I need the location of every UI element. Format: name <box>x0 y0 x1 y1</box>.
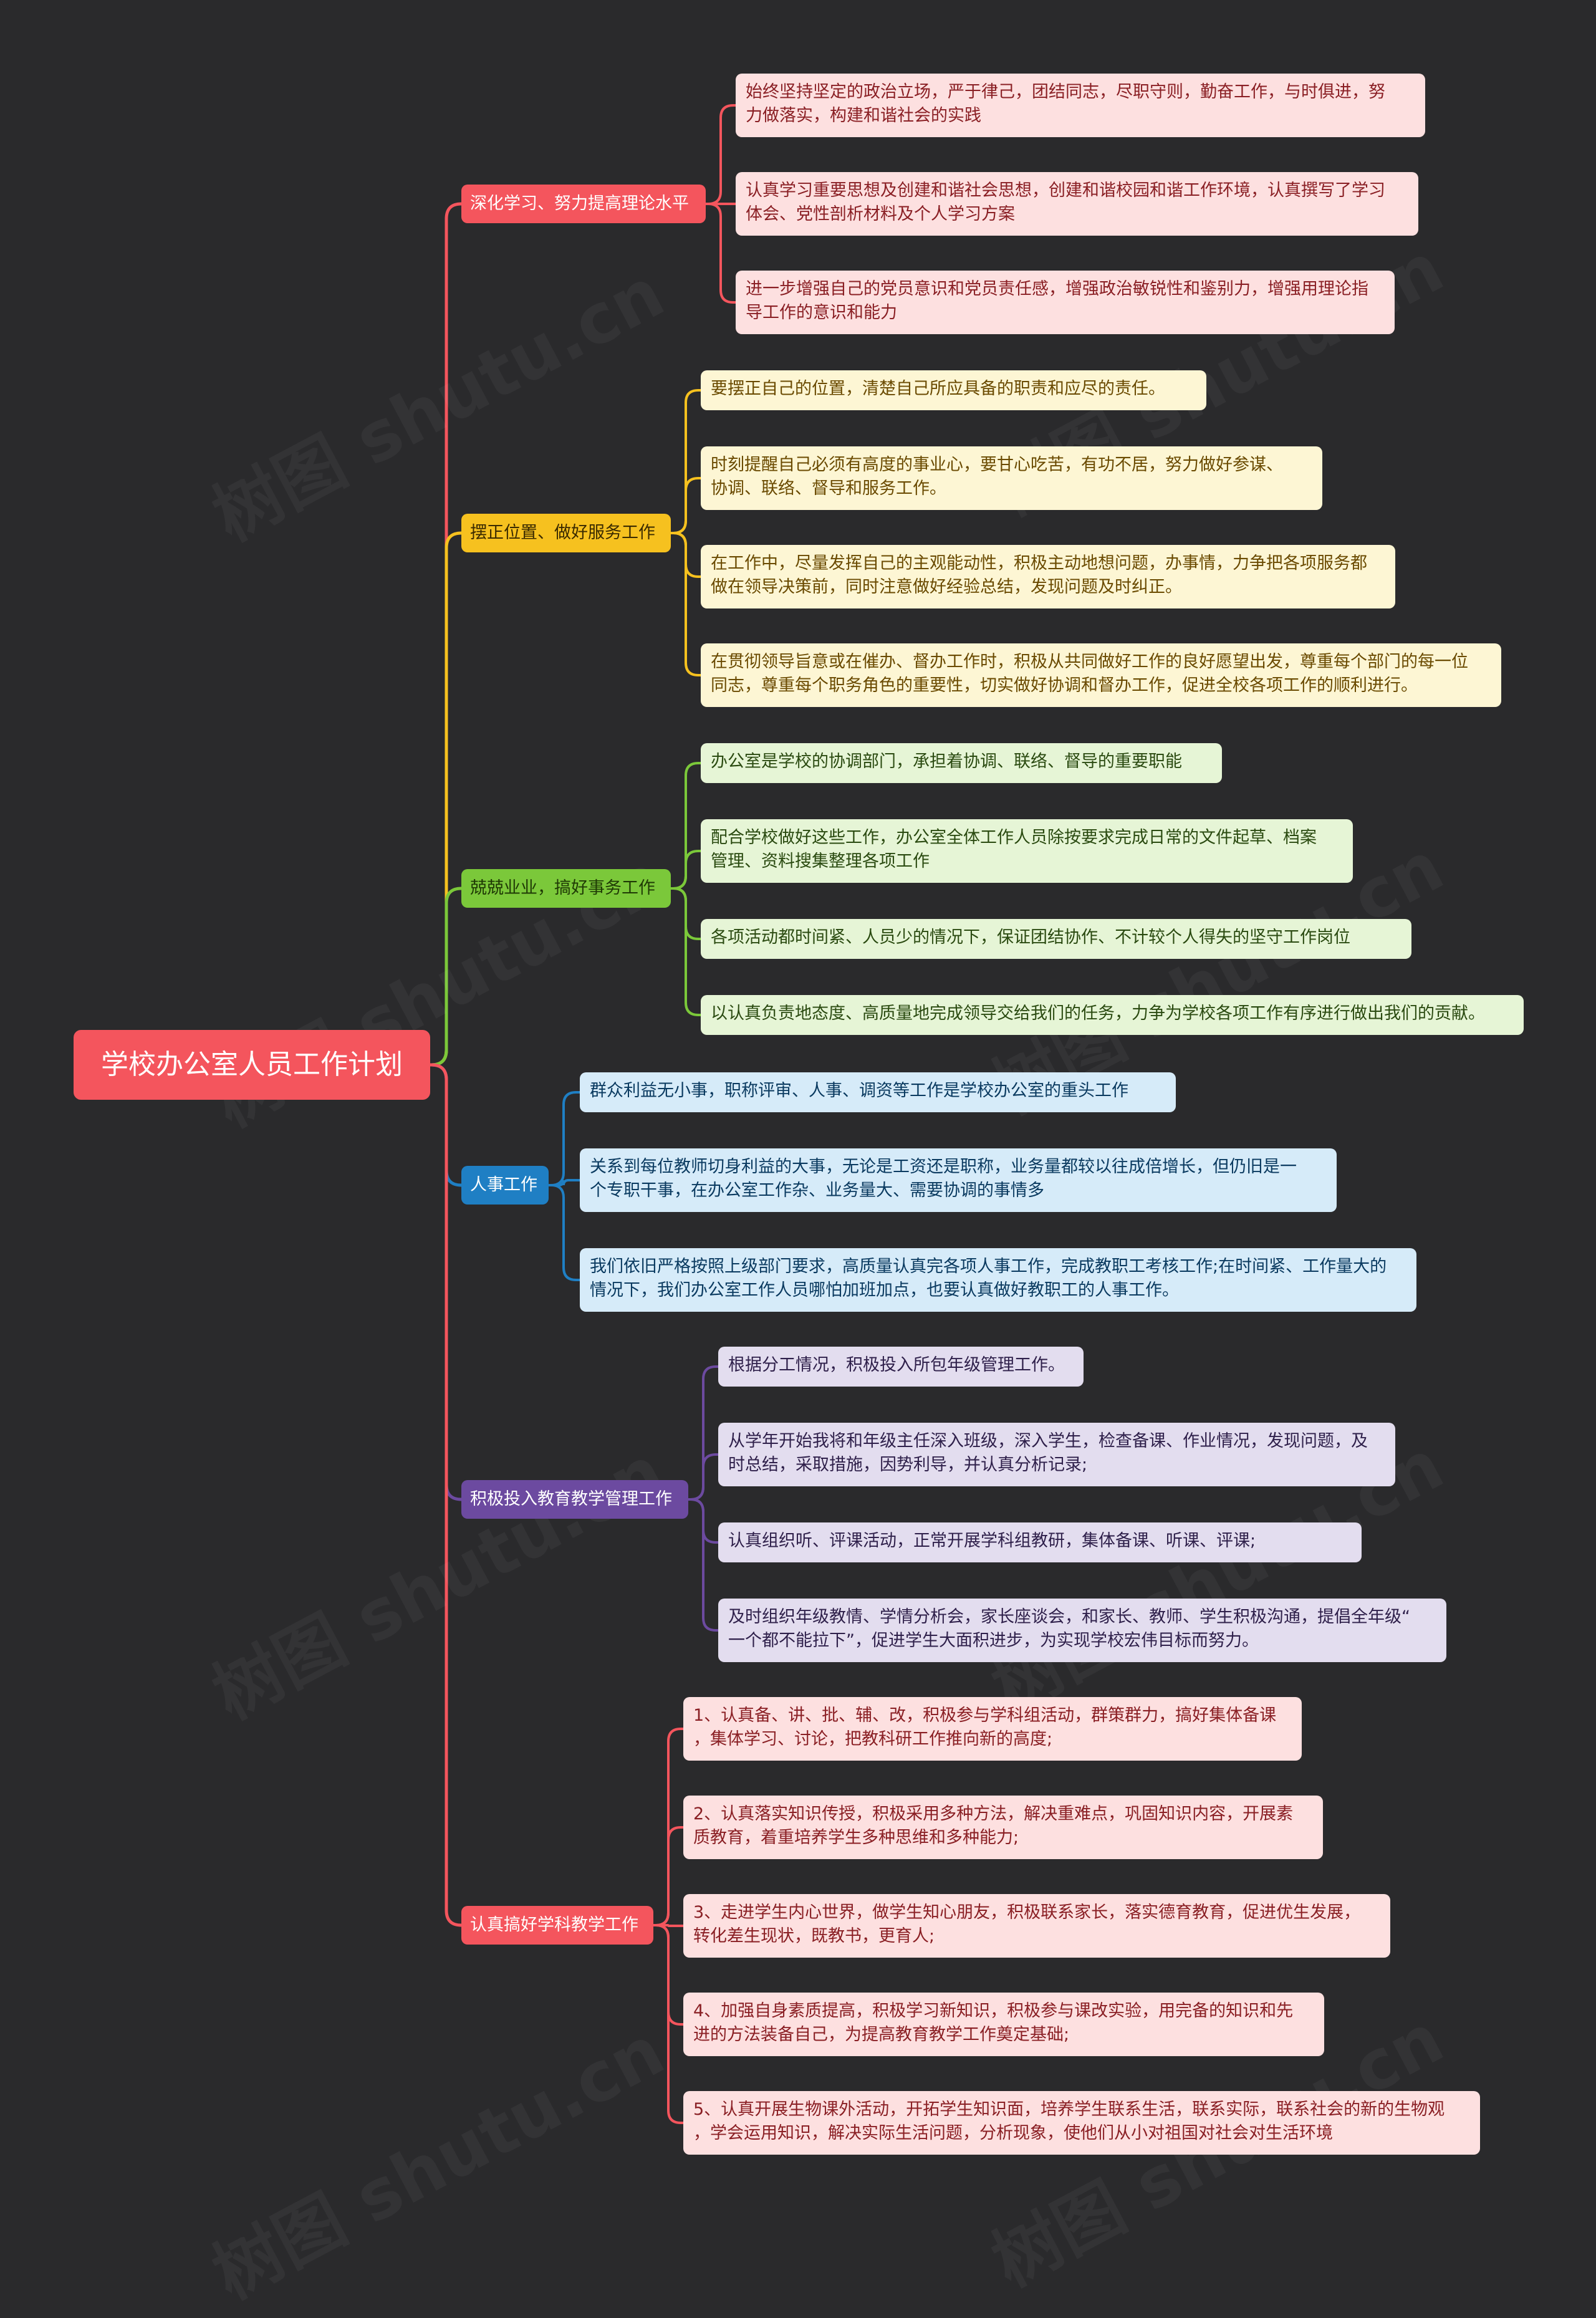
leaf-topic[interactable]: 在工作中，尽量发挥自己的主观能动性，积极主动地想问题，办事情，力争把各项服务都 … <box>701 545 1395 608</box>
leaf-topic[interactable]: 及时组织年级教情、学情分析会，家长座谈会，和家长、教师、学生积极沟通，提倡全年级… <box>718 1599 1446 1662</box>
branch-topic[interactable]: 深化学习、努力提高理论水平 <box>461 185 706 223</box>
connector-lines <box>428 104 737 2124</box>
leaf-topic[interactable]: 始终坚持坚定的政治立场，严于律己，团结同志，尽职守则，勤奋工作，与时俱进，努 力… <box>736 74 1425 137</box>
branch-topic[interactable]: 摆正位置、做好服务工作 <box>461 514 671 552</box>
branch-leaf-connector <box>687 1453 719 1501</box>
leaf-topic[interactable]: 3、走进学生内心世界，做学生知心朋友，积极联系家长，落实德育教育，促进优生发展，… <box>683 1894 1390 1958</box>
branch-leaf-connector <box>704 104 737 205</box>
leaf-topic[interactable]: 4、加强自身素质提高，积极学习新知识，积极参与课改实验，用完备的知识和先 进的方… <box>683 1993 1324 2056</box>
leaf-topic[interactable]: 在贯彻领导旨意或在催办、督办工作时，积极从共同做好工作的良好愿望出发，尊重每个部… <box>701 643 1501 707</box>
leaf-topic[interactable]: 办公室是学校的协调部门，承担着协调、联络、督导的重要职能 <box>701 743 1222 783</box>
branch-topic[interactable]: 人事工作 <box>461 1166 549 1205</box>
branch-leaf-connector <box>670 850 702 890</box>
leaf-topic[interactable]: 要摆正自己的位置，清楚自己所应具备的职责和应尽的责任。 <box>701 370 1206 410</box>
mindmap-canvas: 树图 shutu.cn 树图 shutu.cn 树图 shutu.cn 树图 s… <box>74 74 1524 2155</box>
leaf-topic[interactable]: 从学年开始我将和年级主任深入班级，深入学生，检查备课、作业情况，发现问题，及 时… <box>718 1423 1395 1486</box>
leaf-topic[interactable]: 时刻提醒自己必须有高度的事业心，要甘心吃苦，有功不居，努力做好参谋、 协调、联络… <box>701 446 1322 510</box>
branch-leaf-connector <box>670 887 702 1016</box>
branch-leaf-connector <box>670 477 702 534</box>
branch-leaf-connector <box>652 1826 685 1926</box>
branch-leaf-connector <box>652 1924 685 2124</box>
branch-topic[interactable]: 积极投入教育教学管理工作 <box>461 1480 688 1519</box>
branch-leaf-connector <box>547 1184 581 1281</box>
branch-topic[interactable]: 认真搞好学科教学工作 <box>461 1906 653 1945</box>
root-branch-connector <box>428 1063 463 1927</box>
leaf-topic[interactable]: 1、认真备、讲、批、辅、改，积极参与学科组活动，群策群力，搞好集体备课 ，集体学… <box>683 1697 1302 1761</box>
leaf-topic[interactable]: 关系到每位教师切身利益的大事，无论是工资还是职称，业务量都较以往成倍增长，但仍旧… <box>580 1148 1337 1212</box>
leaf-topic[interactable]: 配合学校做好这些工作，办公室全体工作人员除按要求完成日常的文件起草、档案 管理、… <box>701 819 1353 883</box>
leaf-topic[interactable]: 2、认真落实知识传授，积极采用多种方法，解决重难点，巩固知识内容，开展素 质教育… <box>683 1796 1323 1859</box>
leaf-topic[interactable]: 以认真负责地态度、高质量地完成领导交给我们的任务，力争为学校各项工作有序进行做出… <box>701 995 1524 1035</box>
branch-leaf-connector <box>547 1091 581 1186</box>
root-topic[interactable]: 学校办公室人员工作计划 <box>74 1030 430 1100</box>
leaf-topic[interactable]: 各项活动都时间紧、人员少的情况下，保证团结协作、不计较个人得失的坚守工作岗位 <box>701 919 1411 959</box>
leaf-topic[interactable]: 认真组织听、评课活动，正常开展学科组教研，集体备课、听课、评课; <box>718 1522 1362 1562</box>
leaf-topic[interactable]: 5、认真开展生物课外活动，开拓学生知识面，培养学生联系生活，联系实际，联系社会的… <box>683 2091 1480 2155</box>
leaf-topic[interactable]: 我们依旧严格按照上级部门要求，高质量认真完各项人事工作，完成教职工考核工作;在时… <box>580 1248 1416 1312</box>
leaf-topic[interactable]: 根据分工情况，积极投入所包年级管理工作。 <box>718 1347 1084 1387</box>
branch-leaf-connector <box>687 1498 719 1632</box>
leaf-topic[interactable]: 认真学习重要思想及创建和谐社会思想，创建和谐校园和谐工作环境，认真撰写了学习 体… <box>736 172 1418 236</box>
branch-topic[interactable]: 兢兢业业，搞好事务工作 <box>461 869 671 908</box>
leaf-topic[interactable]: 进一步增强自己的党员意识和党员责任感，增强政治敏锐性和鉴别力，增强用理论指 导工… <box>736 271 1395 334</box>
branch-leaf-connector <box>652 1924 685 1927</box>
branch-leaf-connector <box>670 532 702 676</box>
branch-leaf-connector <box>547 1179 581 1186</box>
leaf-topic[interactable]: 群众利益无小事，职称评审、人事、调资等工作是学校办公室的重头工作 <box>580 1072 1176 1112</box>
branch-leaf-connector <box>704 203 737 304</box>
